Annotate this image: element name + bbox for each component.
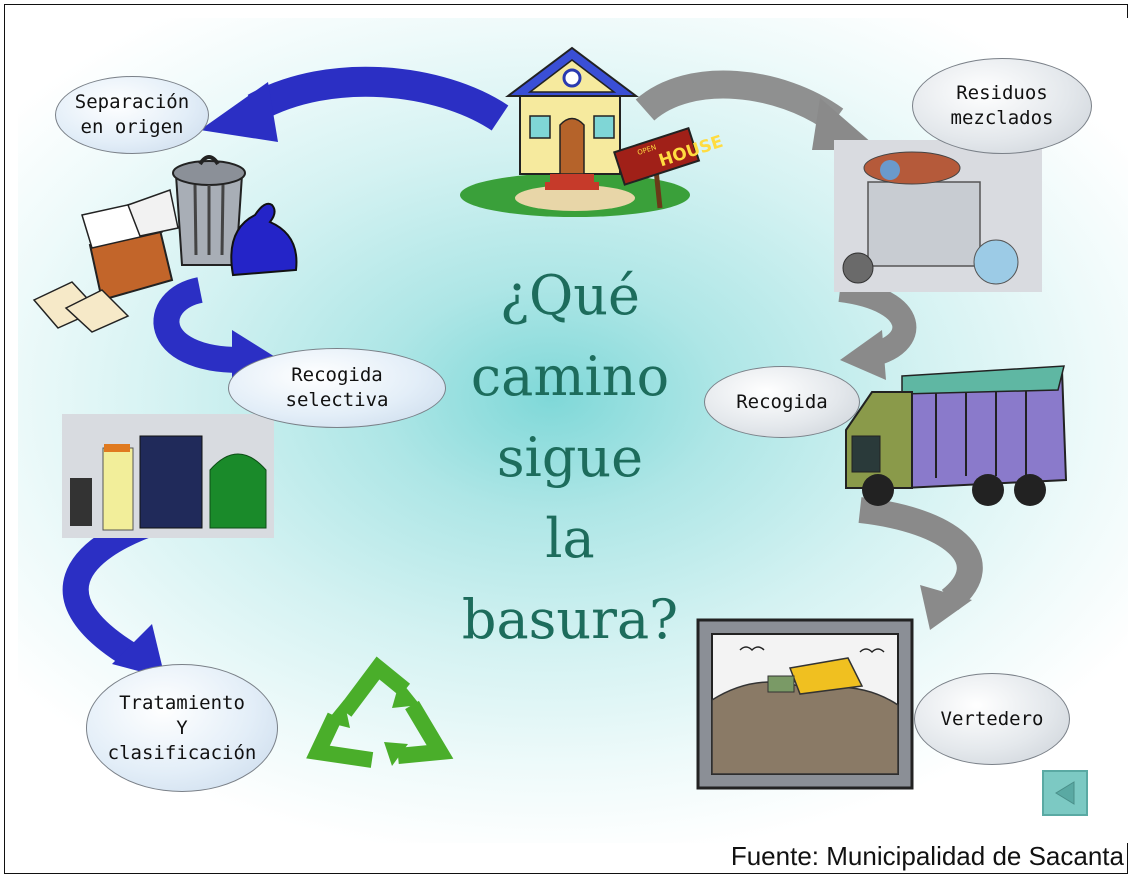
dumpster-icon	[834, 140, 1042, 292]
gray-arrow-house-to-residuos	[635, 70, 880, 150]
node-recogida-selectiva: Recogida selectiva	[228, 348, 446, 428]
blue-arrow-sorting-to-treatment	[62, 507, 165, 678]
title-line: basura?	[461, 588, 679, 651]
previous-slide-button[interactable]	[1042, 770, 1088, 816]
node-residuos-mezclados: Residuos mezclados	[912, 58, 1092, 154]
node-vertedero: Vertedero	[914, 673, 1070, 765]
garbage-truck-icon	[845, 365, 1068, 506]
node-tratamiento-clasificacion: Tratamiento Y clasificación	[86, 664, 278, 792]
node-recogida: Recogida	[704, 366, 860, 438]
gray-arrow-truck-to-vertedero	[858, 497, 983, 630]
sorting-bins-icon	[62, 414, 274, 538]
house-icon	[460, 46, 701, 217]
gray-arrow-dumpster-to-recogida	[838, 278, 917, 380]
source-credit: Fuente: Municipalidad de Sacanta	[730, 841, 1124, 871]
blue-arrow-house-to-separation	[200, 66, 509, 142]
title-line: ¿Qué	[500, 264, 640, 327]
trash-bins-icon	[32, 155, 298, 333]
title-line: sigue	[496, 426, 644, 489]
title-line: camino	[470, 345, 670, 408]
landfill-icon	[696, 618, 914, 790]
title-line: la	[545, 507, 595, 570]
recycle-icon	[306, 656, 454, 768]
central-question: ¿Qué camino sigue la basura?	[440, 255, 700, 660]
previous-slide-icon	[1055, 781, 1075, 805]
node-separacion-en-origen: Separación en origen	[55, 76, 209, 154]
